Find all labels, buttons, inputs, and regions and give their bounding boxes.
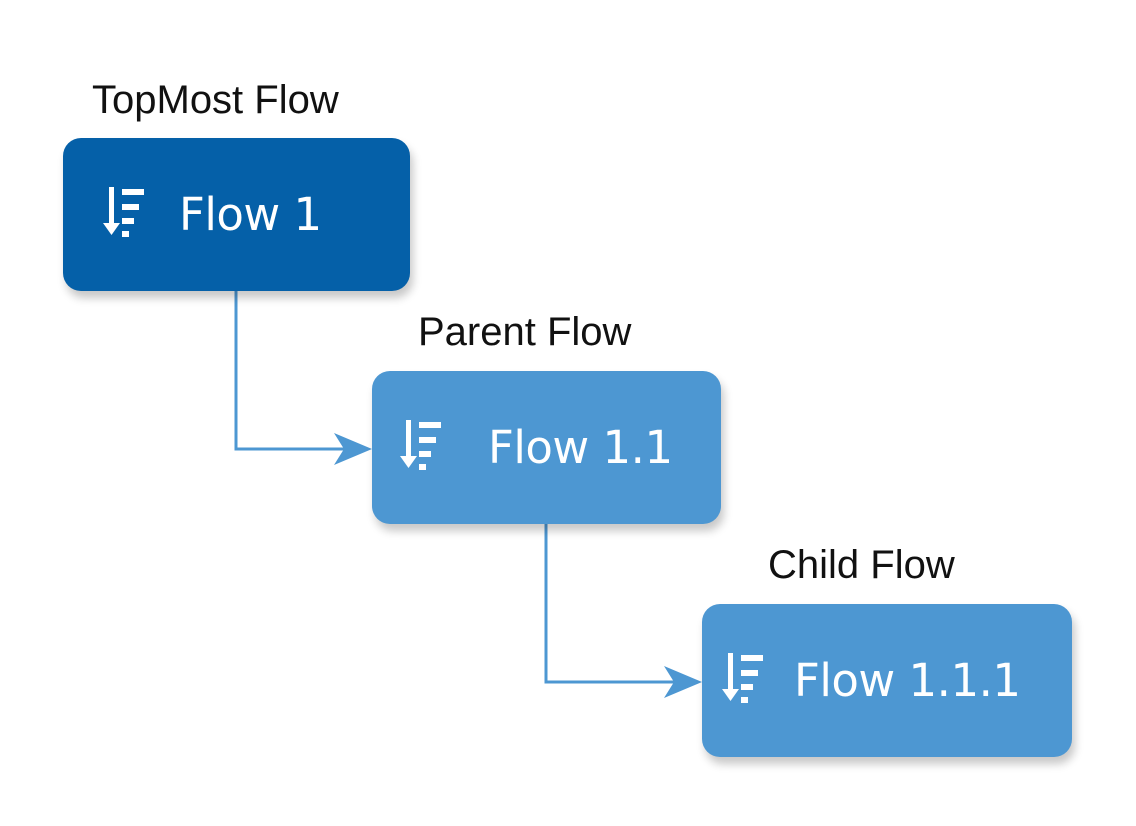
sort-descending-icon bbox=[103, 185, 159, 245]
flow-node-flow-1[interactable]: Flow 1 bbox=[63, 138, 410, 291]
flow-node-label: Flow 1 bbox=[179, 188, 322, 241]
connector-flow1-to-flow1-1 bbox=[234, 291, 352, 451]
flow-node-flow-1-1[interactable]: Flow 1.1 bbox=[372, 371, 721, 524]
flow-node-label: Flow 1.1 bbox=[488, 421, 673, 474]
arrowhead-flow1-1 bbox=[334, 433, 372, 465]
flow-node-label: Flow 1.1.1 bbox=[794, 654, 1021, 707]
flow-node-flow-1-1-1[interactable]: Flow 1.1.1 bbox=[702, 604, 1072, 757]
connector-flow1-1-to-flow1-1-1 bbox=[544, 524, 682, 684]
arrowhead-flow1-1-1 bbox=[664, 666, 702, 698]
caption-parent-flow: Parent Flow bbox=[418, 310, 632, 354]
sort-descending-icon bbox=[722, 651, 778, 711]
caption-child-flow: Child Flow bbox=[768, 543, 955, 587]
caption-topmost-flow: TopMost Flow bbox=[92, 78, 339, 122]
sort-descending-icon bbox=[400, 418, 456, 478]
